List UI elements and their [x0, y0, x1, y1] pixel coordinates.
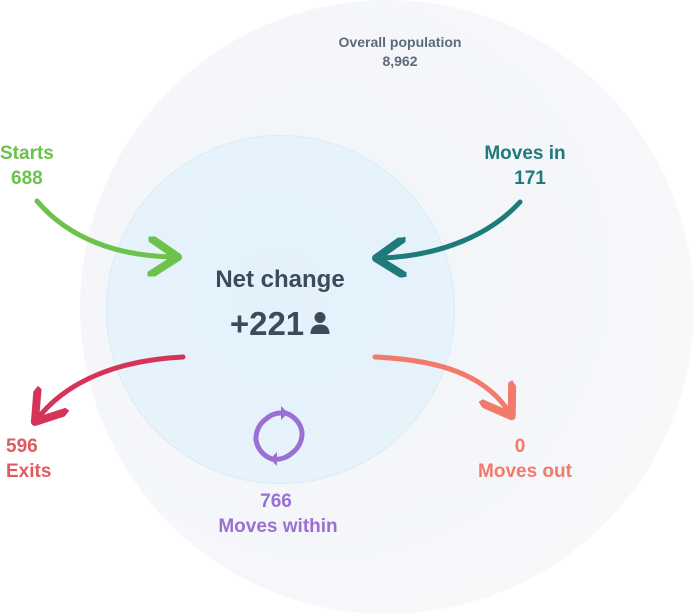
- moves-in-label-group: Moves in 171: [460, 142, 590, 191]
- exits-arrow: [38, 354, 186, 418]
- overall-population: Overall population 8,962: [300, 33, 500, 71]
- moves-out-label-group: 0 Moves out: [460, 435, 590, 484]
- overall-population-label: Overall population: [338, 34, 462, 50]
- person-icon: [310, 303, 330, 346]
- moves-within-label: Moves within: [218, 515, 338, 537]
- moves-within-value: 766: [260, 491, 292, 512]
- net-change-value-row: +221: [170, 303, 390, 346]
- moves-out-label: Moves out: [478, 460, 572, 482]
- starts-value: 688: [11, 167, 43, 189]
- starts-label: Starts: [0, 143, 54, 164]
- cycle-icon: [248, 405, 310, 472]
- exits-label: Exits: [6, 460, 52, 482]
- starts-label-group: Starts 688: [0, 142, 64, 191]
- exits-value: 596: [6, 436, 38, 457]
- exits-label-group: 596 Exits: [6, 435, 66, 484]
- moves-in-label: Moves in: [484, 143, 566, 164]
- moves-in-value: 171: [514, 167, 546, 189]
- starts-arrow: [34, 198, 173, 257]
- moves-within-label-group: 766 Moves within: [198, 490, 358, 539]
- moves-out-arrow: [372, 354, 509, 412]
- moves-in-arrow: [381, 199, 523, 258]
- net-change: Net change +221: [170, 264, 390, 346]
- moves-out-value: 0: [514, 436, 526, 457]
- net-change-label: Net change: [215, 266, 345, 293]
- overall-population-value: 8,962: [382, 52, 418, 69]
- net-change-value: +221: [229, 305, 305, 343]
- net-change-circle: [106, 135, 455, 484]
